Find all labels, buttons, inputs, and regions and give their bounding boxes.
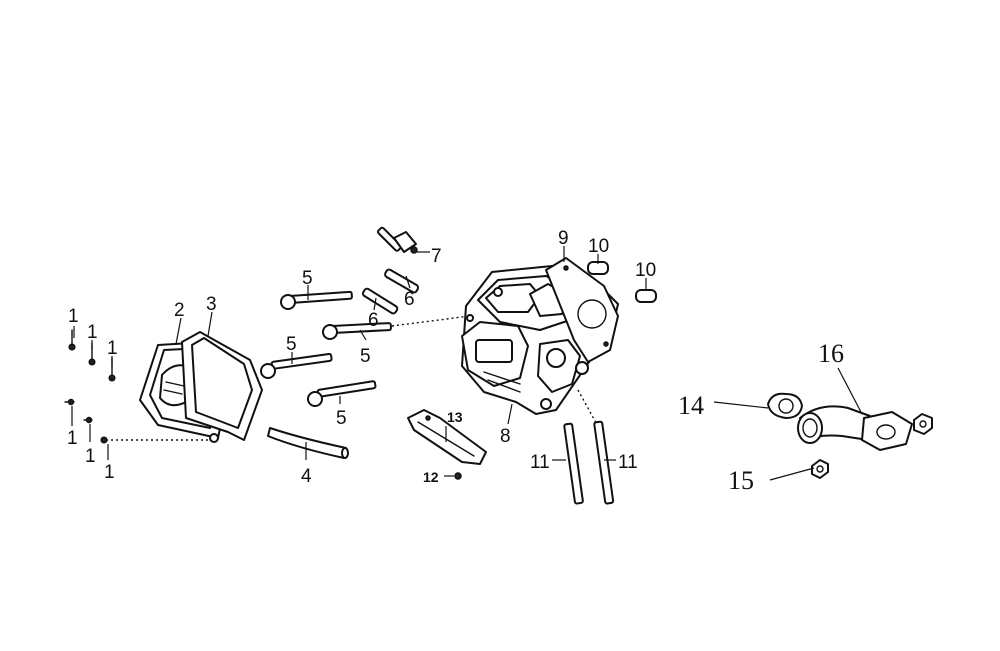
callout-2: 2 (174, 300, 185, 321)
dowel-pin-part-10-lower (635, 289, 657, 303)
bolt-part-5-upper (280, 290, 353, 310)
callout-4: 4 (301, 466, 312, 487)
callout-5: 5 (302, 268, 313, 289)
callout-10: 10 (635, 260, 656, 281)
callout-1: 1 (104, 462, 115, 483)
callout-1: 1 (85, 446, 96, 467)
callout-5: 5 (286, 334, 297, 355)
callout-16: 16 (818, 339, 844, 368)
callout-1: 1 (67, 428, 78, 449)
stud-part-6-left (362, 287, 399, 315)
callout-1: 1 (68, 306, 79, 327)
callout-8: 8 (500, 426, 511, 447)
bolt-part-5-lower-left (260, 352, 333, 379)
callout-7: 7 (431, 246, 442, 267)
exhaust-pipe-part-16 (797, 405, 933, 451)
stud-part-11-left (563, 422, 584, 505)
callout-10: 10 (588, 236, 609, 257)
callout-9: 9 (558, 228, 569, 249)
callout-1: 1 (87, 322, 98, 343)
exhaust-gasket-part-14 (767, 392, 803, 419)
callout-11: 11 (530, 452, 550, 473)
screw-part-12 (454, 472, 462, 480)
spark-plug-part-7 (377, 226, 418, 254)
callout-6: 6 (368, 310, 379, 331)
nut-part-15 (811, 459, 829, 479)
cover-gasket-part-3 (181, 331, 263, 441)
callout-11: 11 (618, 452, 638, 473)
head-gasket-part-9 (545, 257, 619, 363)
callout-15: 15 (728, 466, 754, 495)
breather-tube-part-4 (267, 427, 349, 459)
callout-6: 6 (404, 289, 415, 310)
stud-part-11-right (593, 420, 615, 505)
bolt-part-5-middle (322, 315, 471, 340)
callout-labels: 1 1 1 1 1 1 2 3 4 5 5 5 5 6 6 7 8 9 10 1… (67, 228, 844, 495)
callout-5: 5 (336, 408, 347, 429)
bolt-part-5-lower (307, 380, 377, 407)
callout-3: 3 (206, 294, 217, 315)
callout-1: 1 (107, 338, 118, 359)
callout-13: 13 (447, 409, 463, 425)
callout-14: 14 (678, 391, 704, 420)
screw-part-1 (64, 329, 214, 444)
callout-12: 12 (423, 469, 439, 485)
leader-lines (71, 246, 863, 481)
callout-5: 5 (360, 346, 371, 367)
